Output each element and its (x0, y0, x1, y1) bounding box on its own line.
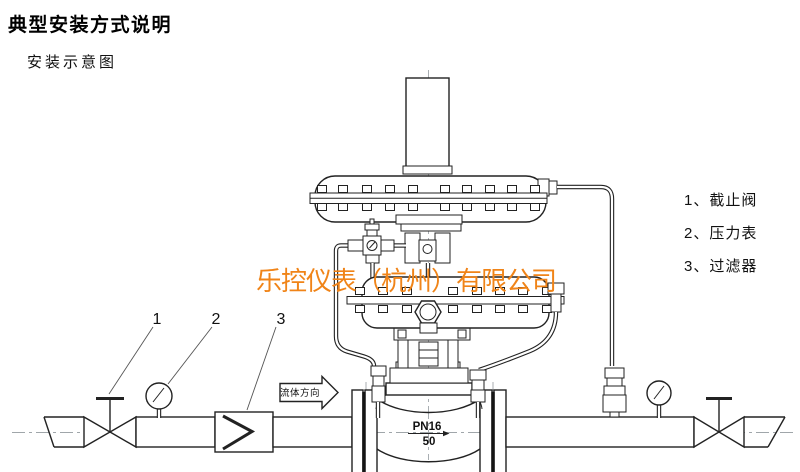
lower-diaphragm-chamber (346, 276, 565, 334)
pipe-segment (135, 416, 216, 448)
legend-item-filter: 3、过滤器 (684, 258, 758, 275)
filter (214, 411, 274, 453)
pilot-valve (333, 218, 406, 369)
pressure-gauge-right (646, 380, 672, 418)
pipe-segment (505, 416, 695, 448)
valve-pressure-rating: PN16 (413, 421, 442, 433)
spring-cylinder (405, 77, 450, 169)
tap-fitting-outlet (469, 369, 487, 418)
legend-item-stop-valve: 1、截止阀 (684, 192, 758, 209)
legend: 1、截止阀 2、压力表 3、过滤器 (684, 189, 757, 288)
control-valve-body (375, 327, 483, 463)
stop-valve-right (693, 397, 745, 449)
pressure-gauge-left (145, 382, 173, 418)
pressure-tap-fitting (602, 367, 627, 418)
tap-fitting-inlet (370, 365, 387, 418)
impulse-tubing (370, 184, 615, 418)
pipe-segment (272, 416, 353, 448)
valve-marking: PN16 50 (408, 421, 450, 448)
callout-2: 2 (212, 311, 221, 328)
legend-item-pressure-gauge: 2、压力表 (684, 225, 758, 242)
pipe-break-right (744, 416, 786, 448)
pipeline (43, 367, 786, 472)
callout-1: 1 (153, 311, 162, 328)
page-subtitle: 安装示意图 (27, 54, 118, 71)
actuator (309, 77, 558, 304)
callout-3: 3 (277, 311, 286, 328)
valve-size: 50 (423, 436, 436, 448)
stop-valve-left (83, 397, 137, 449)
flow-direction-label: 流体方向 (280, 387, 320, 399)
valve-inlet-flange (351, 389, 378, 472)
company-watermark: 乐控仪表（杭州）有限公司 (256, 266, 557, 296)
page-title: 典型安装方式说明 (8, 15, 173, 36)
pipe-break-left (43, 416, 84, 448)
flow-direction-arrow: 流体方向 (279, 374, 339, 411)
callouts: 1 2 3 (108, 311, 286, 411)
